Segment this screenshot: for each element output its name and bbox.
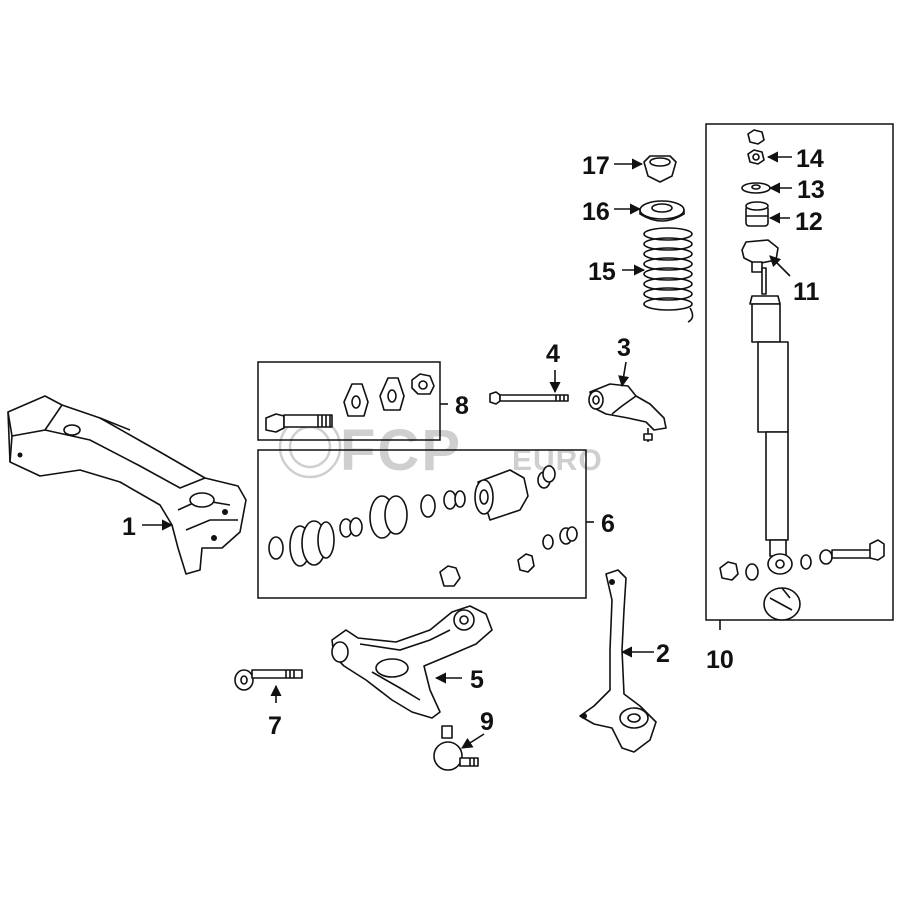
upper-mount-11 [741, 239, 779, 273]
callout-3: 3 [617, 334, 631, 362]
callout-17: 17 [582, 152, 610, 180]
kit-box-10 [705, 123, 894, 621]
callout-2: 2 [656, 640, 670, 668]
long-bolt-part [489, 391, 569, 405]
upper-spring-seat-17 [643, 155, 677, 183]
callout-6: 6 [601, 510, 615, 538]
subframe-part [7, 395, 247, 575]
shock-absorber-10 [749, 267, 793, 575]
cam-bolt-7 [234, 669, 303, 691]
callout-14: 14 [796, 145, 824, 173]
bump-stop-12 [745, 201, 769, 227]
watermark-brand-suffix: EURO [512, 444, 603, 477]
steering-knuckle-2 [579, 569, 657, 753]
kit-box-6 [257, 449, 587, 599]
mount-bracket-part [588, 383, 667, 442]
callout-7: 7 [268, 712, 282, 740]
callout-16: 16 [582, 198, 610, 226]
callout-5: 5 [470, 666, 484, 694]
bushing-kit [268, 465, 578, 587]
washer-13 [741, 182, 771, 194]
shock-hardware [719, 539, 885, 621]
control-arm-5 [331, 605, 493, 719]
callout-9: 9 [480, 708, 494, 736]
kit-box-8 [257, 361, 441, 441]
ball-joint-9 [433, 725, 479, 771]
callout-1: 1 [122, 513, 136, 541]
callout-11: 11 [793, 278, 820, 306]
spring-pad-16 [639, 200, 685, 222]
callout-12: 12 [795, 208, 823, 236]
coil-spring-15 [643, 227, 694, 323]
callout-13: 13 [797, 176, 825, 204]
cam-bolt-kit [265, 373, 435, 433]
callout-8: 8 [455, 392, 469, 420]
top-nut-14 [747, 129, 765, 165]
callout-15: 15 [588, 258, 616, 286]
callout-10: 10 [706, 646, 734, 674]
callout-4: 4 [546, 340, 560, 368]
leader-lines [142, 151, 792, 749]
